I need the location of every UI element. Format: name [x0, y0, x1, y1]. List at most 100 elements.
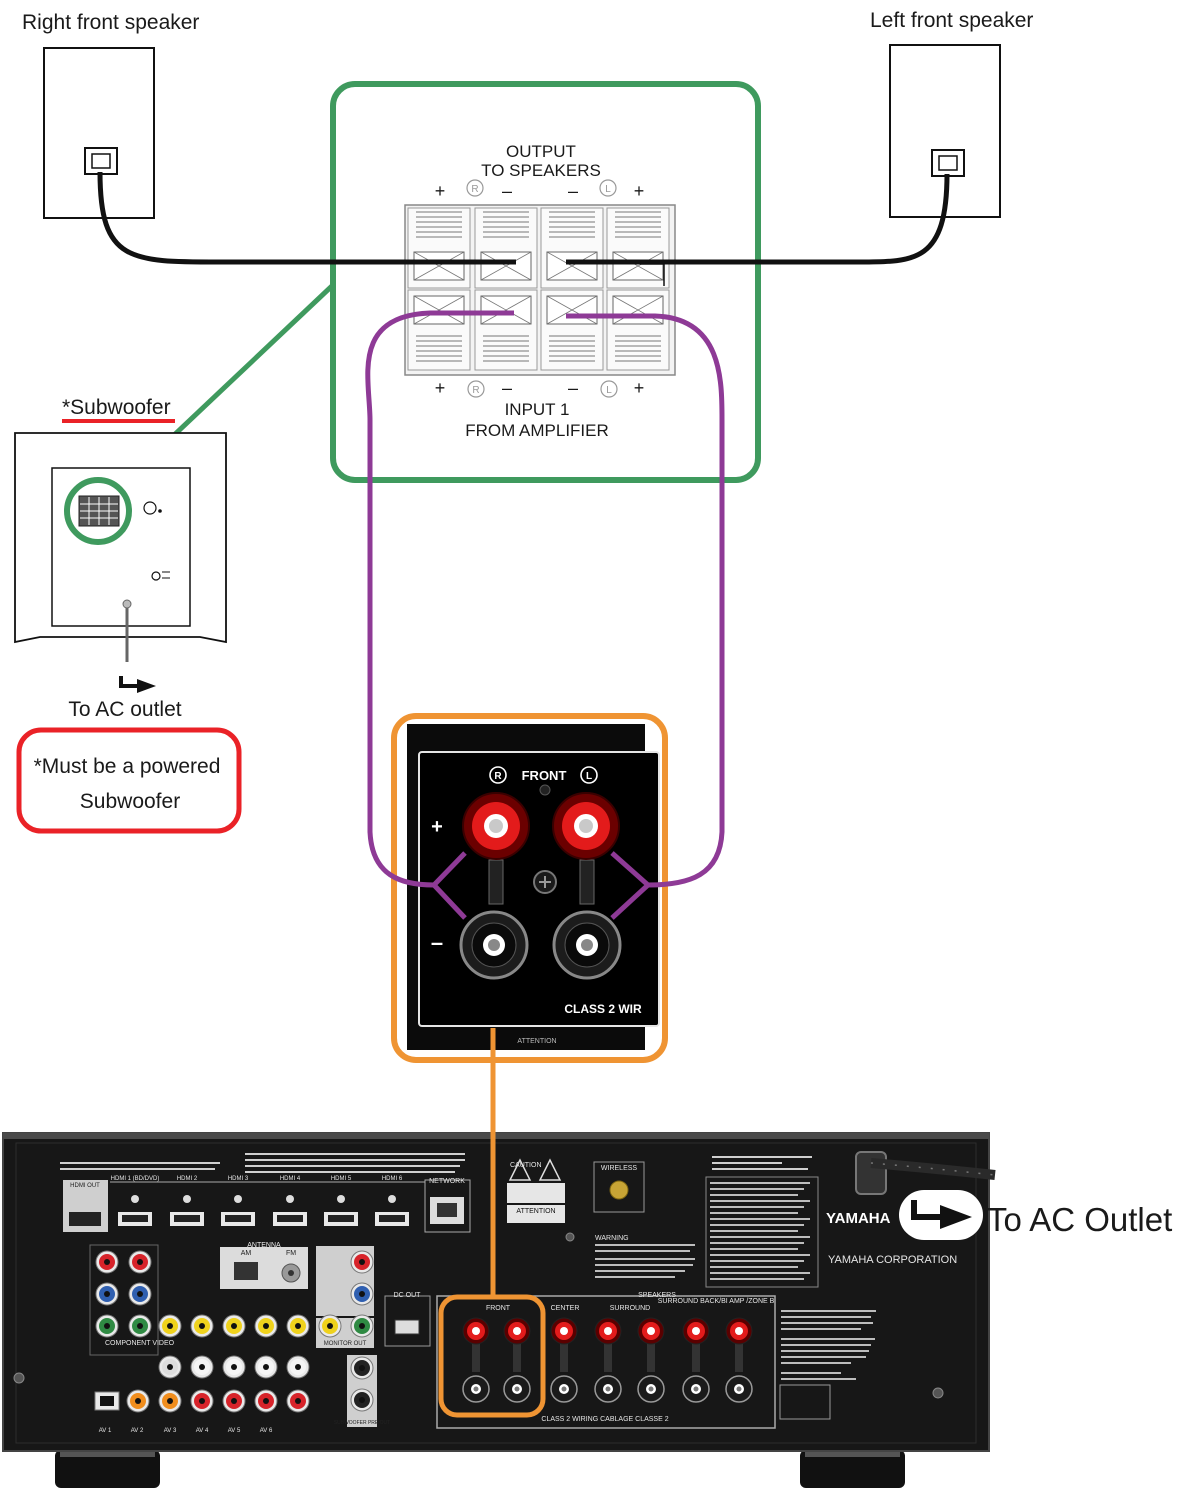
video-jack — [158, 1314, 182, 1338]
warning-triangle-icon — [508, 1158, 532, 1181]
l-channel-icon — [580, 766, 598, 784]
receiver-foot-left — [55, 1450, 160, 1488]
svg-text:–: – — [431, 930, 443, 955]
svg-text:SUBWOOFER PRE OUT: SUBWOOFER PRE OUT — [334, 1420, 390, 1426]
speaker-binding-post — [725, 1317, 753, 1403]
input-label: INPUT 1 — [505, 400, 570, 419]
hdmi-input-port: HDMI 4 — [273, 1176, 307, 1226]
speaker-binding-post — [594, 1317, 622, 1403]
av-label: AV 6 — [260, 1428, 273, 1434]
svg-text:+: + — [435, 181, 446, 201]
r-channel-icon — [466, 179, 484, 197]
caution-label: CAUTION — [510, 1162, 542, 1169]
svg-text:–: – — [568, 378, 578, 398]
subwoofer-label: *Subwoofer — [62, 396, 171, 419]
ac-arrow-icon — [119, 676, 140, 688]
component-pb-jack — [128, 1282, 152, 1306]
svg-text:FM: FM — [286, 1250, 296, 1257]
spring-terminal-cell — [540, 289, 604, 371]
yamaha-corporation: YAMAHA CORPORATION — [828, 1254, 957, 1266]
av-label: AV 5 — [228, 1428, 241, 1434]
component-out-jack — [350, 1250, 374, 1274]
dc-out-area — [384, 1295, 431, 1347]
coaxial-jack — [126, 1389, 150, 1413]
optical-jack — [94, 1391, 120, 1411]
spring-terminal-cell — [540, 207, 604, 289]
speaker-terminal-section — [436, 1295, 776, 1429]
spring-terminal-cell — [606, 289, 670, 371]
svg-text:R: R — [471, 184, 478, 195]
av-label: AV 2 — [131, 1428, 144, 1434]
speaker-binding-post — [503, 1317, 531, 1403]
input-sub-label: FROM AMPLIFIER — [465, 421, 609, 440]
to-ac-outlet-receiver-label: To AC Outlet — [987, 1201, 1172, 1238]
receiver-ac-outlet-callout: To AC Outlet — [899, 1190, 1172, 1240]
svg-text:WARNING: WARNING — [595, 1235, 629, 1242]
amp-front-terminals-zoom: R FRONT L + – CLASS 2 WIR ATTENTION — [407, 724, 660, 1050]
to-ac-outlet-label: To AC outlet — [68, 698, 181, 721]
left-front-speaker: Left front speaker — [870, 9, 1033, 218]
subwoofer: *Subwoofer To AC outlet — [14, 396, 227, 721]
l-channel-icon — [599, 179, 617, 197]
svg-text:HDMI 1 (BD/DVD): HDMI 1 (BD/DVD) — [111, 1176, 160, 1182]
svg-text:–: – — [502, 181, 512, 201]
r-channel-icon — [467, 380, 485, 398]
spring-terminal-cell — [474, 207, 538, 289]
svg-text:L: L — [606, 385, 612, 396]
audio-r-jack — [190, 1389, 214, 1413]
svg-text:HDMI 2: HDMI 2 — [177, 1176, 198, 1182]
hdmi-input-port: HDMI 2 — [170, 1176, 204, 1226]
purple-right-channel-wire — [365, 310, 514, 920]
audio-l-jack — [254, 1355, 278, 1379]
subwoofer-pre-out-jack — [350, 1388, 374, 1412]
svg-text:WIRELESS: WIRELESS — [601, 1165, 638, 1172]
svg-text:SURROUND BACK/BI AMP /ZONE B: SURROUND BACK/BI AMP /ZONE B — [658, 1298, 775, 1305]
spring-terminal-cell — [606, 207, 670, 289]
output-sub-label: TO SPEAKERS — [481, 161, 601, 180]
svg-text:CLASS 2 WIRING CABLAGE CLASS: CLASS 2 WIRING CABLAGE CLASSE 2 — [541, 1416, 668, 1423]
svg-text:L: L — [586, 771, 592, 782]
svg-text:CENTER: CENTER — [551, 1305, 580, 1312]
audio-l-jack — [222, 1355, 246, 1379]
usb-dc-port — [394, 1319, 420, 1335]
speaker-binding-post — [462, 1317, 490, 1403]
av-label: AV 4 — [196, 1428, 209, 1434]
svg-text:COMPONENT VIDEO: COMPONENT VIDEO — [105, 1340, 175, 1347]
audio-r-jack — [286, 1389, 310, 1413]
output-label: OUTPUT — [506, 142, 576, 161]
component-out-jack — [350, 1282, 374, 1306]
svg-text:MONITOR OUT: MONITOR OUT — [324, 1341, 367, 1347]
receiver-foot-right — [800, 1450, 905, 1488]
svg-text:HDMI 3: HDMI 3 — [228, 1176, 249, 1182]
audio-jack — [158, 1355, 182, 1379]
spring-terminal-cell — [407, 289, 471, 371]
svg-text:FRONT: FRONT — [486, 1305, 511, 1312]
spring-terminal-cell — [474, 289, 538, 371]
speaker-binding-post — [637, 1317, 665, 1403]
l-channel-icon — [600, 380, 618, 398]
warning-triangle-icon — [538, 1158, 562, 1181]
svg-text:ANTENNA: ANTENNA — [247, 1242, 281, 1249]
right-front-speaker: Right front speaker — [22, 11, 199, 219]
audio-r-jack — [254, 1389, 278, 1413]
ac-arrow-icon — [911, 1200, 945, 1220]
svg-text:ATTENTION: ATTENTION — [517, 1038, 556, 1045]
coaxial-jack — [158, 1389, 182, 1413]
svg-text:DC OUT: DC OUT — [394, 1292, 422, 1299]
svg-text:NETWORK: NETWORK — [429, 1178, 465, 1185]
svg-text:+: + — [435, 378, 446, 398]
ac-power-inlet — [855, 1151, 887, 1195]
svg-text:ATTENTION: ATTENTION — [516, 1208, 555, 1215]
svg-text:–: – — [502, 378, 512, 398]
video-jack — [254, 1314, 278, 1338]
r-channel-icon — [489, 766, 507, 784]
svg-text:SURROUND: SURROUND — [610, 1305, 650, 1312]
component-y-jack — [95, 1314, 119, 1338]
hdmi-input-port: HDMI 5 — [324, 1176, 358, 1226]
subwoofer-pre-out-jack — [350, 1356, 374, 1380]
video-jack — [318, 1314, 342, 1338]
svg-text:R: R — [472, 385, 479, 396]
svg-text:SPEAKERS: SPEAKERS — [638, 1292, 676, 1299]
